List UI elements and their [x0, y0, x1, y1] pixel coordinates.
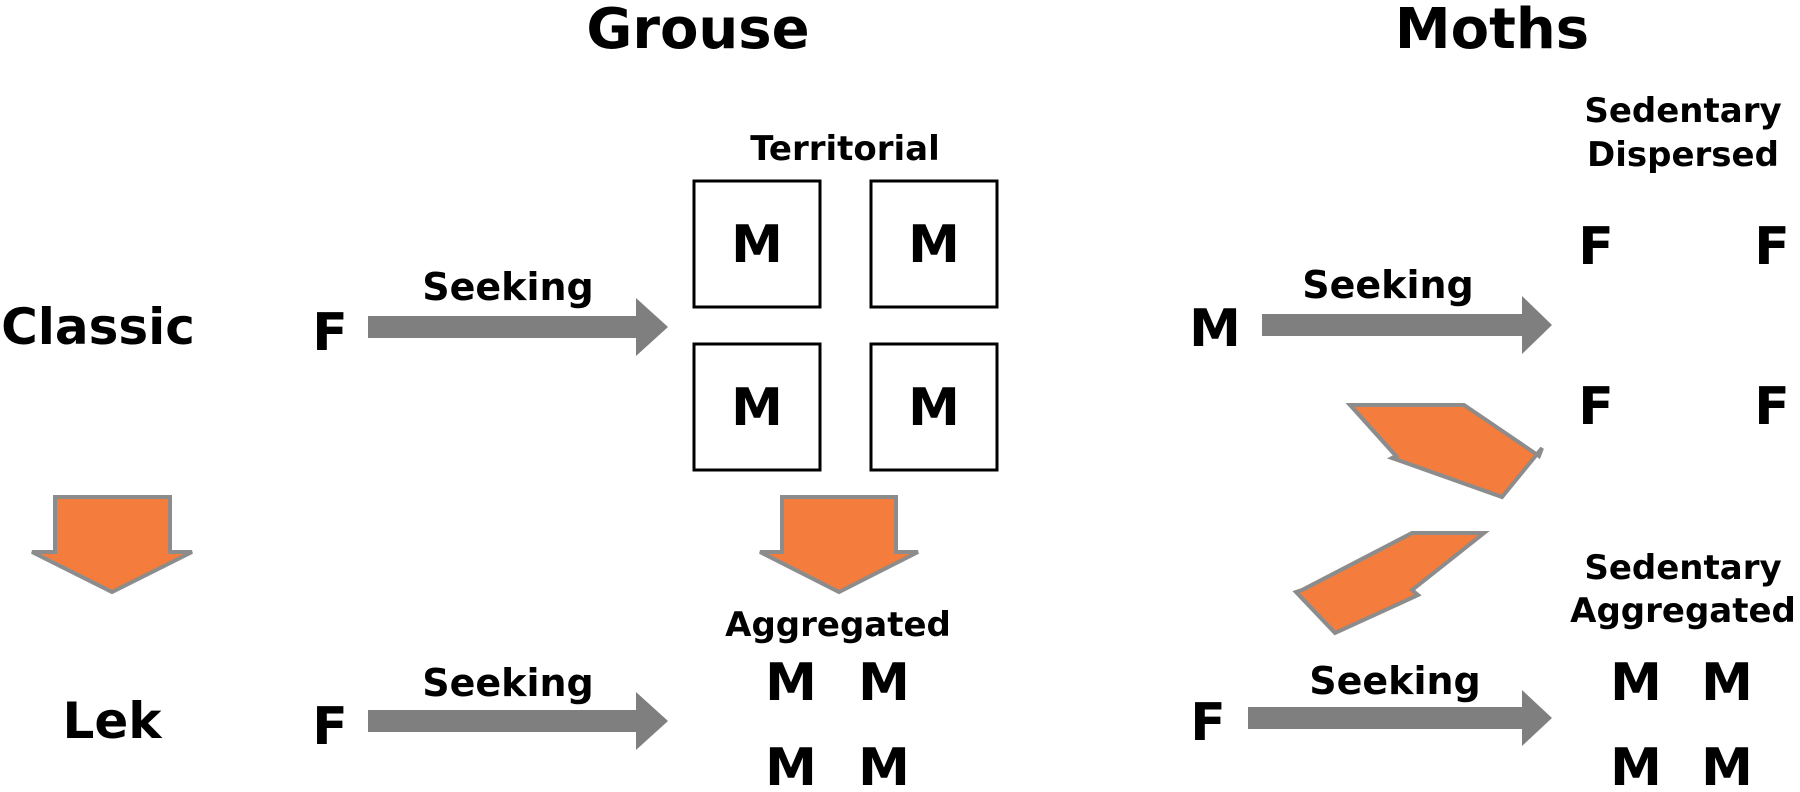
moths-lek-female: F: [1190, 693, 1226, 753]
territorial-male: M: [731, 378, 783, 438]
grouse-lek-seeking-label: Seeking: [422, 661, 593, 705]
grouse-transition-arrow: [759, 495, 919, 595]
dispersed-female: F: [1754, 217, 1790, 277]
moths-transition-arrow-left: [1292, 531, 1490, 636]
grouse-lek-female: F: [312, 697, 348, 757]
dispersed-female: F: [1578, 377, 1614, 437]
territory-box: [869, 342, 999, 472]
moths-classic-seeking-arrow: [1262, 296, 1552, 354]
aggregated-male: M: [858, 738, 910, 792]
sedentary-dispersed-label-line2: Dispersed: [1587, 135, 1779, 175]
moths-lek-seeking-label: Seeking: [1309, 659, 1480, 703]
aggregated-male: M: [858, 653, 910, 713]
territory-box: [692, 342, 822, 472]
grouse-classic-seeking-label: Seeking: [422, 265, 593, 309]
grouse-lek-seeking-arrow: [368, 692, 668, 750]
sedentary-aggregated-label-line1: Sedentary: [1584, 548, 1781, 588]
lek-row-label: Lek: [62, 692, 163, 750]
moths-transition-arrow-right: [1345, 403, 1544, 500]
aggregated-male: M: [765, 738, 817, 792]
aggregated-label: Aggregated: [725, 605, 951, 645]
territory-box: [692, 179, 822, 309]
aggregated-male: M: [765, 653, 817, 713]
dispersed-female: F: [1578, 217, 1614, 277]
sedentary-aggregated-male: M: [1701, 738, 1753, 792]
moths-header: Moths: [1395, 0, 1589, 62]
territorial-male: M: [908, 215, 960, 275]
classic-row-label: Classic: [1, 298, 195, 356]
territorial-male: M: [908, 378, 960, 438]
sedentary-aggregated-male: M: [1610, 653, 1662, 713]
territorial-label: Territorial: [750, 129, 940, 169]
moths-classic-male: M: [1189, 299, 1241, 359]
classic-to-lek-arrow: [31, 495, 193, 595]
grouse-header: Grouse: [586, 0, 809, 62]
sedentary-dispersed-label-line1: Sedentary: [1584, 91, 1781, 131]
grouse-classic-seeking-arrow: [368, 298, 668, 356]
moths-lek-seeking-arrow: [1248, 690, 1552, 746]
sedentary-aggregated-male: M: [1701, 653, 1753, 713]
moths-classic-seeking-label: Seeking: [1302, 263, 1473, 307]
grouse-classic-female: F: [312, 303, 348, 363]
dispersed-female: F: [1754, 377, 1790, 437]
territorial-male: M: [731, 215, 783, 275]
sedentary-aggregated-male: M: [1610, 738, 1662, 792]
sedentary-aggregated-label-line2: Aggregated: [1570, 591, 1796, 631]
territory-box: [869, 179, 999, 309]
